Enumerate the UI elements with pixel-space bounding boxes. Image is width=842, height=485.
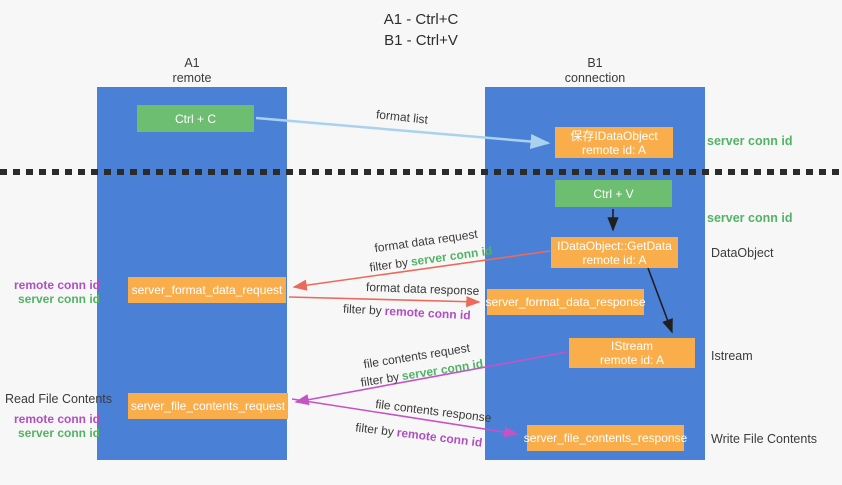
istream-box: IStream remote id: A (569, 338, 695, 368)
diagram-title: A1 - Ctrl+C B1 - Ctrl+V (0, 9, 842, 51)
arrow-format-data-response (288, 296, 481, 308)
ctrl-v-box: Ctrl + V (555, 180, 672, 207)
filter-remote-conn-id-2: remote conn id (395, 425, 484, 450)
server-file-contents-response-label: server_file_contents_response (523, 431, 688, 445)
column-b1-name: B1 (587, 56, 603, 70)
getdata-box: IDataObject::GetData remote id: A (551, 237, 678, 268)
istream-line2: remote id: A (599, 353, 665, 367)
column-a1-name: A1 (184, 56, 200, 70)
server-format-data-request-label: server_format_data_request (131, 283, 283, 297)
server-conn-id-label-mid: server conn id (707, 211, 793, 225)
filter-by-text-4: filter by (354, 420, 395, 439)
edge-label-format-list: format list (375, 107, 429, 127)
edge-label-filter-by-remote-2: filter byremote conn id (355, 420, 483, 449)
edge-label-format-data-response: format data response (365, 280, 480, 298)
conn-id-pair-format: remote conn id server conn id (10, 278, 100, 306)
save-dataobject-line2: remote id: A (581, 142, 647, 157)
ctrl-c-label: Ctrl + C (174, 111, 216, 126)
getdata-line1: IDataObject::GetData (557, 238, 672, 253)
remote-conn-id-label-1: remote conn id (13, 278, 100, 292)
filter-by-text-1: filter by (368, 255, 409, 275)
server-file-contents-request-box: server_file_contents_request (128, 393, 288, 419)
copy-paste-divider-dotted-line (0, 169, 842, 175)
save-dataobject-line1: 保存IDataObject (570, 128, 658, 143)
column-a1-subtitle: remote (172, 71, 212, 85)
conn-id-pair-file: remote conn id server conn id (10, 412, 100, 440)
column-header-a1: A1 remote (97, 56, 287, 86)
filter-remote-conn-id-1: remote conn id (384, 303, 471, 323)
server-format-data-response-label: server_format_data_response (485, 295, 646, 309)
remote-conn-id-label-2: remote conn id (13, 412, 100, 426)
server-conn-id-label-2: server conn id (17, 426, 100, 440)
getdata-line2: remote id: A (582, 252, 647, 267)
server-conn-id-label-1: server conn id (17, 292, 100, 306)
column-header-b1: B1 connection (485, 56, 705, 86)
server-format-data-response-box: server_format_data_response (485, 289, 646, 315)
ctrl-c-box: Ctrl + C (137, 105, 254, 132)
save-dataobject-box: 保存IDataObject remote id: A (555, 127, 673, 158)
edge-label-file-contents-response: file contents response (374, 396, 493, 426)
ctrl-v-label: Ctrl + V (593, 186, 634, 201)
server-format-data-request-box: server_format_data_request (128, 277, 286, 303)
filter-by-text-2: filter by (342, 301, 383, 318)
column-b1-subtitle: connection (564, 71, 626, 85)
server-file-contents-response-box: server_file_contents_response (523, 425, 688, 451)
istream-side-label: Istream (711, 349, 753, 363)
dataobject-label: DataObject (711, 246, 774, 260)
istream-line1: IStream (610, 339, 653, 353)
read-file-contents-label: Read File Contents (5, 392, 113, 406)
server-file-contents-request-label: server_file_contents_request (130, 399, 286, 413)
write-file-contents-label: Write File Contents (711, 432, 818, 446)
title-line-2: B1 - Ctrl+V (384, 32, 458, 49)
server-conn-id-label-top: server conn id (707, 134, 793, 148)
filter-by-text-3: filter by (359, 369, 401, 390)
title-line-1: A1 - Ctrl+C (383, 11, 459, 28)
